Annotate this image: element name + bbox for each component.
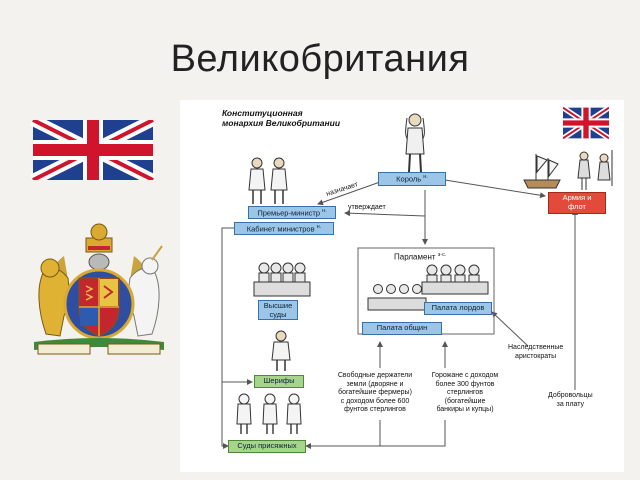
pm-box: Премьер-министр н. <box>248 206 336 219</box>
army-label-line2: флот <box>568 202 586 211</box>
sheriff-figure <box>271 330 291 371</box>
jury-figures <box>236 393 302 434</box>
commons-box: Палата общин <box>362 322 442 335</box>
cabinet-note: н. <box>316 224 322 230</box>
higher-courts-line2: суды <box>269 310 287 319</box>
lords-label: Палата лордов <box>431 303 485 312</box>
approves-label: утверждает <box>348 204 386 211</box>
townsmen-line: (богатейшие <box>444 397 486 405</box>
small-union-jack-flag <box>563 106 609 140</box>
parliament-label-wrap: Парламент з-с. <box>394 251 446 262</box>
townsmen-text: Горожане с доходом более 300 фунтов стер… <box>420 372 510 415</box>
jury-box: Суды присяжных <box>228 440 306 453</box>
volunteers-line1: Добровольцы <box>548 392 593 399</box>
fleet-and-soldiers <box>523 150 613 190</box>
hereditary-line2: аристократы <box>515 352 557 360</box>
higher-courts-line1: Высшие <box>263 301 293 310</box>
freeholders-text: Свободные держатели земли (дворяне и бог… <box>330 372 420 415</box>
volunteers-label: Добровольцы за плату <box>548 392 593 409</box>
pm-note: н. <box>322 208 327 214</box>
diagram-title-line2: монархия Великобритании <box>222 118 341 128</box>
freeholders-line: фунтов стерлингов <box>344 406 406 413</box>
townsmen-line: более 300 фунтов <box>435 380 495 388</box>
freeholders-line: с доходом более 600 <box>340 397 410 405</box>
jury-label: Суды присяжных <box>237 441 297 450</box>
hereditary-line1: Наследственные <box>508 344 564 351</box>
king-note: н. <box>423 174 428 180</box>
judges-figures <box>253 262 311 297</box>
hereditary-label: Наследственные аристократы <box>508 344 563 361</box>
diagram-title-line1: Конституционная <box>222 108 303 118</box>
cabinet-box: Кабинет министров н. <box>234 222 334 235</box>
union-jack-flag <box>30 120 156 180</box>
king-figure <box>405 113 425 173</box>
freeholders-line: богатейшие фермеры) <box>338 389 412 396</box>
slide-title: Великобритания <box>170 38 470 80</box>
commons-label: Палата общин <box>376 323 428 332</box>
pm-label: Премьер-министр <box>257 208 320 218</box>
higher-courts-box: Высшие суды <box>258 300 298 320</box>
royal-coat-of-arms <box>34 223 164 355</box>
townsmen-line: Горожане с доходом <box>431 372 499 379</box>
lords-box: Палата лордов <box>424 302 492 315</box>
army-box: Армия и флот <box>548 192 606 214</box>
freeholders-line: Свободные держатели <box>337 372 413 379</box>
commons-figures <box>367 284 427 311</box>
cabinet-label: Кабинет министров <box>246 224 315 234</box>
townsmen-line: банкиры и купцы) <box>436 406 494 413</box>
sheriffs-box: Шерифы <box>254 375 304 388</box>
townsmen-line: стерлингов <box>446 389 484 396</box>
army-label-line1: Армия и <box>562 193 592 202</box>
sheriffs-label: Шерифы <box>263 376 295 385</box>
ministers-figures <box>248 157 288 204</box>
diagram-title: Конституционная монархия Великобритании <box>222 108 340 128</box>
freeholders-line: земли (дворяне и <box>346 380 404 388</box>
king-label: Король <box>396 174 422 184</box>
parliament-figures <box>421 264 489 295</box>
king-box: Король н. <box>378 172 446 186</box>
parliament-label: Парламент <box>394 252 436 262</box>
parliament-note: з-с. <box>437 252 447 258</box>
volunteers-line2: за плату <box>556 400 585 408</box>
